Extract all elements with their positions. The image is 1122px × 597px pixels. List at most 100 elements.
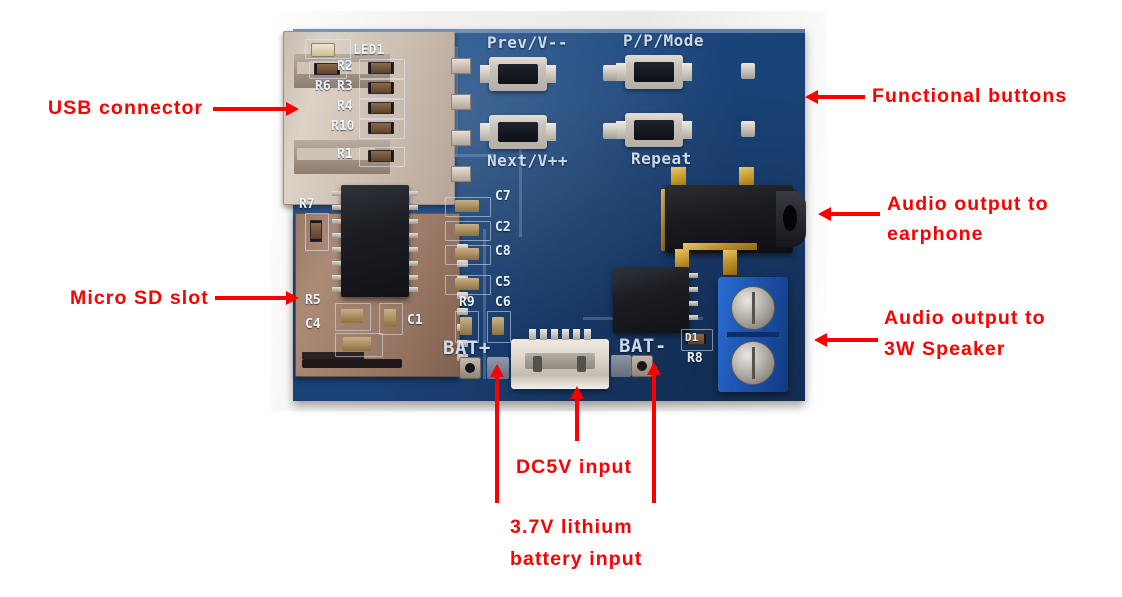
silk-play-pause-mode: P/P/Mode: [623, 31, 705, 50]
button-play-pause-mode[interactable]: [616, 55, 692, 89]
silk-c7: C7: [495, 189, 511, 204]
c7: [455, 200, 479, 212]
bat-plus-pad[interactable]: [459, 357, 481, 379]
silk-r3: R3: [337, 79, 353, 94]
arrowhead-micro-sd-slot: [286, 291, 299, 305]
d1-pad: [681, 329, 713, 351]
silk-bat-minus: BAT-: [619, 335, 667, 357]
jack-gold-pin: [723, 249, 737, 275]
amplifier-ic: [613, 267, 698, 333]
screw-terminal-speaker-output[interactable]: [718, 277, 788, 392]
arrowhead-battery-positive: [490, 364, 504, 377]
c8: [455, 248, 479, 260]
silk-r5: R5: [305, 293, 321, 308]
silk-r8: R8: [687, 351, 703, 366]
c4-pad: [335, 333, 383, 357]
micro-usb-mount-pad: [611, 355, 631, 377]
arrow-battery-negative: [652, 373, 656, 503]
terminal-screw-bottom[interactable]: [731, 341, 775, 385]
main-decoder-ic: [332, 185, 418, 297]
arrow-usb-connector: [213, 107, 287, 111]
led-pad: [305, 39, 351, 59]
r6-pad: [309, 61, 347, 79]
c6-pad: [487, 311, 511, 343]
arrow-audio-speaker: [826, 338, 878, 342]
silk-r4: R4: [337, 99, 353, 114]
r9-pad: [455, 311, 479, 343]
arrow-micro-sd-slot: [215, 296, 287, 300]
arrowhead-audio-speaker: [814, 333, 827, 347]
silk-c1: C1: [407, 313, 423, 328]
arrowhead-usb-connector: [286, 102, 299, 116]
sd-card-slot-lip: [302, 352, 364, 359]
c4: [343, 337, 371, 351]
c7-pad: [445, 197, 491, 217]
label-audio-earphone-line2: earphone: [887, 223, 984, 245]
terminal-screw-top[interactable]: [731, 286, 775, 330]
trace: [519, 117, 522, 237]
silk-d1: D1: [685, 331, 699, 344]
label-battery-input-line2: battery input: [510, 548, 643, 570]
silk-r10: R10: [331, 119, 355, 134]
jack-hole: [783, 205, 797, 231]
silk-c4: C4: [305, 317, 321, 332]
micro-usb-notch: [533, 356, 542, 372]
silk-c2: C2: [495, 220, 511, 235]
c6: [492, 317, 504, 335]
c1: [384, 309, 396, 327]
c8-pad: [445, 245, 491, 265]
c2-pad: [445, 221, 491, 241]
led1: [311, 43, 335, 57]
arrow-functional-buttons: [817, 95, 865, 99]
terminal-divider: [727, 332, 779, 337]
silk-c5: C5: [495, 275, 511, 290]
trace: [483, 229, 486, 379]
r7: [310, 220, 322, 242]
label-micro-sd-slot: Micro SD slot: [70, 287, 209, 309]
arrowhead-audio-earphone: [818, 207, 831, 221]
mp3-module-photo: Prev/V-- P/P/Mode Next/V++ Repeat BAT+ B…: [271, 11, 827, 411]
button-next-volume-up[interactable]: [480, 115, 556, 149]
arrowhead-dc5v-input: [570, 386, 584, 399]
switch-pad: [603, 123, 617, 139]
arrowhead-functional-buttons: [805, 90, 818, 104]
label-functional-buttons: Functional buttons: [872, 85, 1068, 107]
r6: [314, 63, 340, 75]
usb-shield-tab: [451, 58, 471, 74]
r1: [368, 150, 394, 162]
c1-pad: [379, 303, 403, 335]
jack-gold-trace: [683, 243, 757, 250]
silk-c6: C6: [495, 295, 511, 310]
r1-pad: [359, 147, 405, 167]
button-repeat[interactable]: [616, 113, 692, 147]
label-audio-earphone-line1: Audio output to: [887, 193, 1049, 215]
label-usb-connector: USB connector: [48, 97, 204, 119]
arrow-dc5v-input: [575, 397, 579, 441]
arrow-battery-positive: [495, 375, 499, 503]
r5-pad: [335, 303, 371, 331]
r10: [368, 122, 394, 134]
r2: [368, 62, 394, 74]
silk-repeat: Repeat: [631, 149, 692, 168]
c5: [455, 278, 479, 290]
arrow-audio-earphone: [830, 212, 880, 216]
silk-c8: C8: [495, 244, 511, 259]
silk-led1: LED1: [353, 43, 385, 58]
label-dc5v-input: DC5V input: [516, 456, 633, 478]
r2-pad: [359, 59, 405, 79]
button-prev-volume-down[interactable]: [480, 57, 556, 91]
c5-pad: [445, 275, 491, 295]
r4: [368, 102, 394, 114]
micro-usb-power-input[interactable]: [511, 329, 609, 389]
usb-shield-tab: [451, 166, 471, 182]
silk-r7: R7: [299, 197, 315, 212]
silk-prev-volume-down: Prev/V--: [487, 33, 569, 52]
sd-card-slot-opening: [302, 359, 402, 368]
label-audio-speaker-line2: 3W Speaker: [884, 338, 1006, 360]
silk-r6: R6: [315, 79, 331, 94]
audio-jack-3-5mm[interactable]: [665, 185, 806, 253]
arrowhead-battery-negative: [647, 362, 661, 375]
switch-pad: [603, 65, 617, 81]
silk-r1: R1: [337, 147, 353, 162]
